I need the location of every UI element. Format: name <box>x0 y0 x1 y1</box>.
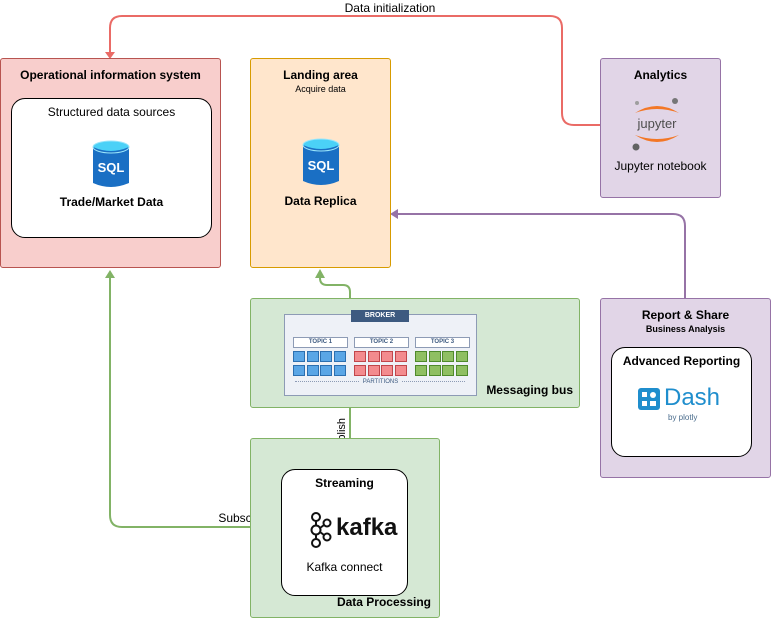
partition-cell <box>381 351 393 362</box>
topic-group: TOPIC 1 <box>293 337 348 377</box>
messaging-bus-title: Messaging bus <box>486 383 573 397</box>
broker-label: BROKER <box>351 310 409 322</box>
partition-cell <box>394 351 407 362</box>
sql-database-icon: SQL <box>302 138 340 185</box>
partition-cell <box>381 365 393 376</box>
broker-to-landing-connector <box>319 277 351 298</box>
kafka-broker-diagram: BROKER TOPIC 1 TOPIC 2 TOPIC 3 PARTITIONS <box>284 310 477 396</box>
partition-cell <box>306 365 319 376</box>
operational-system-container: Operational information system Structure… <box>0 58 221 268</box>
subscribe-connector <box>109 278 280 528</box>
streaming-box: Streaming kafka Kafka connect <box>281 469 408 596</box>
arrowhead <box>105 270 115 278</box>
structured-data-sources-title: Structured data sources <box>47 105 176 119</box>
partition-cell <box>354 351 366 362</box>
report-share-container: Report & Share Business Analysis Advance… <box>600 298 771 478</box>
partition-cell <box>293 365 305 376</box>
streaming-title: Streaming <box>315 476 374 490</box>
partition-cell <box>428 351 441 362</box>
jupyter-logo-text: jupyter <box>636 116 677 131</box>
partition-cell <box>394 365 407 376</box>
topic-group: TOPIC 2 <box>354 337 409 377</box>
analytics-container: Analytics jupyter Jupyter notebook <box>600 58 721 198</box>
partition-cell <box>367 351 380 362</box>
landing-area-subtitle: Acquire data <box>295 84 346 94</box>
partition-cell <box>320 351 332 362</box>
topic-label: TOPIC 2 <box>354 337 409 348</box>
partition-cell <box>428 365 441 376</box>
topic-label: TOPIC 3 <box>415 337 470 348</box>
trade-market-data-label: Trade/Market Data <box>59 195 164 209</box>
partition-cell <box>333 351 346 362</box>
partition-cell <box>455 365 468 376</box>
jupyter-notebook-label: Jupyter notebook <box>614 159 707 173</box>
partition-cell <box>333 365 346 376</box>
dash-logo-byline: by plotly <box>668 413 698 422</box>
partition-cell <box>442 365 454 376</box>
reporting-to-landing-connector <box>398 213 686 298</box>
arrowhead <box>105 52 115 59</box>
partition-cell <box>415 365 427 376</box>
advanced-reporting-box: Advanced Reporting Dash by plotly <box>611 347 752 457</box>
analytics-title: Analytics <box>633 68 688 82</box>
arrowhead <box>390 209 398 219</box>
kafka-connect-label: Kafka connect <box>306 560 383 574</box>
advanced-reporting-title: Advanced Reporting <box>622 354 741 368</box>
data-processing-title: Data Processing <box>336 595 431 609</box>
sql-database-icon: SQL <box>92 140 130 187</box>
partition-cell <box>442 351 454 362</box>
report-share-title: Report & Share <box>641 308 730 322</box>
kafka-logo-icon <box>310 512 332 548</box>
partition-cell <box>415 351 427 362</box>
data-processing-container: Streaming kafka Kafka connect Data Proce… <box>250 438 440 618</box>
partitions-label: PARTITIONS <box>285 379 476 385</box>
dash-logo-text: Dash <box>664 384 721 411</box>
report-share-subtitle: Business Analysis <box>645 324 726 334</box>
partition-cell <box>367 365 380 376</box>
topic-label: TOPIC 1 <box>293 337 348 348</box>
partition-cell <box>320 365 332 376</box>
kafka-logo-text: kafka <box>336 514 398 541</box>
topics-group: TOPIC 1 TOPIC 2 TOPIC 3 <box>285 337 476 377</box>
data-initialization-connector <box>109 15 600 126</box>
partition-cell <box>306 351 319 362</box>
data-replica-label: Data Replica <box>284 194 357 208</box>
arrowhead <box>315 269 325 278</box>
topic-group: TOPIC 3 <box>415 337 470 377</box>
landing-area-container: Landing area Acquire data SQL Data Repli… <box>250 58 391 268</box>
jupyter-logo-icon: jupyter <box>632 98 679 151</box>
sql-icon-text: SQL <box>308 158 335 173</box>
landing-area-title: Landing area <box>283 68 358 82</box>
partition-cell <box>354 365 366 376</box>
partition-cell <box>293 351 305 362</box>
data-initialization-label: Data initialization <box>300 1 480 15</box>
partition-cell <box>455 351 468 362</box>
dash-logo-icon <box>638 388 660 410</box>
structured-data-sources-box: Structured data sources SQL Trade/Market… <box>11 98 212 238</box>
operational-system-title: Operational information system <box>20 68 201 82</box>
sql-icon-text: SQL <box>98 160 125 175</box>
